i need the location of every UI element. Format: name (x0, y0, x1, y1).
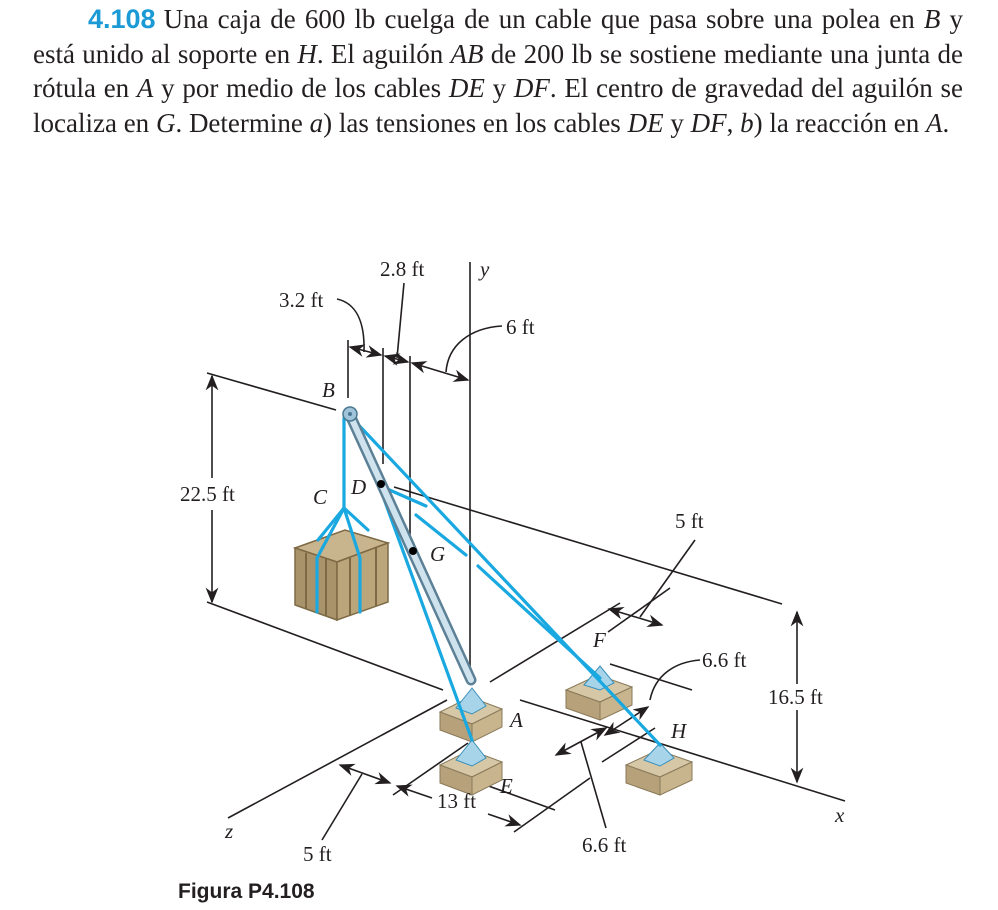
dim-13-right (487, 813, 522, 827)
problem-symbol: a (309, 107, 324, 138)
dim-6 (410, 361, 470, 382)
dim-13-label: 13 ft (437, 789, 476, 813)
dim-6-6-bottom-label: 6.6 ft (582, 833, 626, 857)
top-right-line (393, 486, 783, 605)
problem-symbol: AB (450, 38, 484, 69)
problem-symbol: G (155, 107, 176, 138)
problem-text-segment: ) las tensiones en los cables (323, 107, 628, 138)
leader-6 (445, 325, 503, 373)
problem-text-segment: ) la reacción en (753, 107, 926, 138)
problem-number: 4.108 (88, 4, 156, 34)
dim-16-5-label: 16.5 ft (768, 685, 823, 709)
problem-text-segment: y (484, 73, 514, 103)
point-g-dot (409, 547, 417, 555)
leader-3-2 (336, 298, 365, 353)
dim-6-6-right (603, 706, 650, 736)
dim-5-bottom-label: 5 ft (303, 842, 332, 866)
dim-6-6-right-label: 6.6 ft (702, 648, 746, 672)
z-axis (227, 699, 448, 819)
x-axis (519, 699, 846, 802)
problem-text-segment: , (726, 107, 741, 138)
top-back-line (206, 372, 337, 411)
dimensions (205, 282, 804, 841)
problem-symbol: B (923, 4, 941, 34)
leader-6-6-bottom (580, 741, 607, 829)
dim-5-top (607, 607, 664, 627)
cable-df-3 (476, 564, 602, 680)
supports (438, 665, 694, 796)
cables (315, 416, 662, 747)
point-b-label: B (322, 378, 335, 402)
point-f-label: F (592, 628, 606, 652)
cable-de (378, 486, 474, 742)
problem-symbol: H (297, 38, 317, 69)
dim-3-2-label: 3.2 ft (279, 288, 323, 312)
cable-sling-back (316, 505, 370, 542)
dim-3-2 (348, 344, 383, 358)
axis-y-label: y (478, 257, 490, 281)
problem-text-segment: de 200 lb se sostiene mediante una junta… (33, 38, 963, 104)
ground-line-f (489, 602, 621, 683)
leader-5-bottom (321, 773, 363, 841)
point-e-label: E (499, 774, 513, 798)
labels: y x z B C D G A E F H 3.2 ft 2.8 ft 6 ft… (178, 257, 845, 903)
problem-text-segment: y está unido al soporte en (33, 4, 963, 69)
problem-symbol: A (925, 107, 943, 138)
boom-ab (342, 406, 477, 686)
cable-df-2 (414, 513, 468, 557)
dim-13-left (395, 784, 433, 799)
problem-text-segment: Una caja de 600 lb cuelga de un cable qu… (163, 4, 924, 34)
problem-text-segment: . (942, 107, 950, 138)
leader-5-top (639, 539, 696, 618)
axis-z-label: z (224, 819, 233, 843)
point-g-label: G (430, 542, 445, 566)
dim-5-top-label: 5 ft (675, 509, 704, 533)
dim-6-6-bottom (554, 727, 608, 756)
dim-2-8 (383, 352, 410, 366)
point-h-label: H (670, 719, 688, 743)
dim-22-5-label: 22.5 ft (180, 482, 235, 506)
ground-back-line (206, 601, 444, 691)
problem-text-segment: . El centro de gravedad del aguilón se l… (33, 73, 963, 138)
problem-symbol: DE (627, 107, 664, 138)
problem-text: Una caja de 600 lb cuelga de un cable qu… (33, 4, 963, 138)
crate (292, 529, 391, 622)
point-d-dot (377, 480, 385, 488)
dim-2-8-label: 2.8 ft (380, 257, 424, 281)
point-d-label: D (350, 475, 366, 499)
figure-caption: Figura P4.108 (178, 880, 315, 903)
problem-symbol: b (740, 107, 754, 138)
problem-symbol: A (136, 73, 154, 103)
support-h (624, 742, 694, 796)
axis-x-label: x (834, 803, 845, 827)
problem-symbol: DF (513, 73, 550, 103)
support-e (438, 739, 504, 796)
ext-line-e (482, 783, 556, 811)
dim-5-bottom (338, 763, 392, 785)
point-c-label: C (313, 485, 328, 509)
problem-symbol: DF (690, 107, 727, 138)
ext-line-f (609, 663, 693, 691)
ext-line-h (513, 777, 591, 833)
problem-text-segment: . El aguilón (316, 38, 451, 69)
problem-symbol: DE (448, 73, 485, 103)
support-f (564, 665, 634, 721)
leader-2-8 (396, 282, 405, 359)
problem-text-segment: y (663, 107, 691, 138)
dim-6-label: 6 ft (506, 315, 535, 339)
leader-6-6-right (649, 659, 701, 701)
cable-df-1 (383, 486, 428, 508)
point-a-label: A (508, 708, 523, 732)
problem-text-segment: y por medio de los cables (153, 73, 449, 103)
cable-bh (350, 416, 662, 747)
problem-text-segment: . Determine (175, 107, 310, 138)
